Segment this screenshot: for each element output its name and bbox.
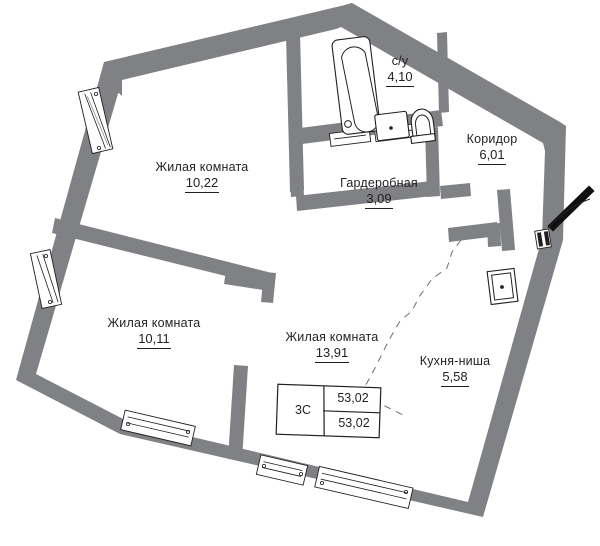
electrical-panel-fixture	[486, 267, 519, 306]
toilet-fixture	[410, 108, 437, 145]
entry-door[interactable]	[534, 185, 595, 250]
window-mid-left	[29, 248, 63, 310]
window-bottom-1	[120, 409, 196, 447]
window-bottom-3	[314, 465, 414, 510]
window-upper-left	[77, 86, 114, 155]
bathtub-fixture	[331, 36, 381, 135]
window-bottom-2	[255, 454, 309, 486]
sink-fixture	[374, 110, 410, 142]
summary-table	[275, 383, 382, 439]
upper-wing-walls	[104, 3, 360, 96]
